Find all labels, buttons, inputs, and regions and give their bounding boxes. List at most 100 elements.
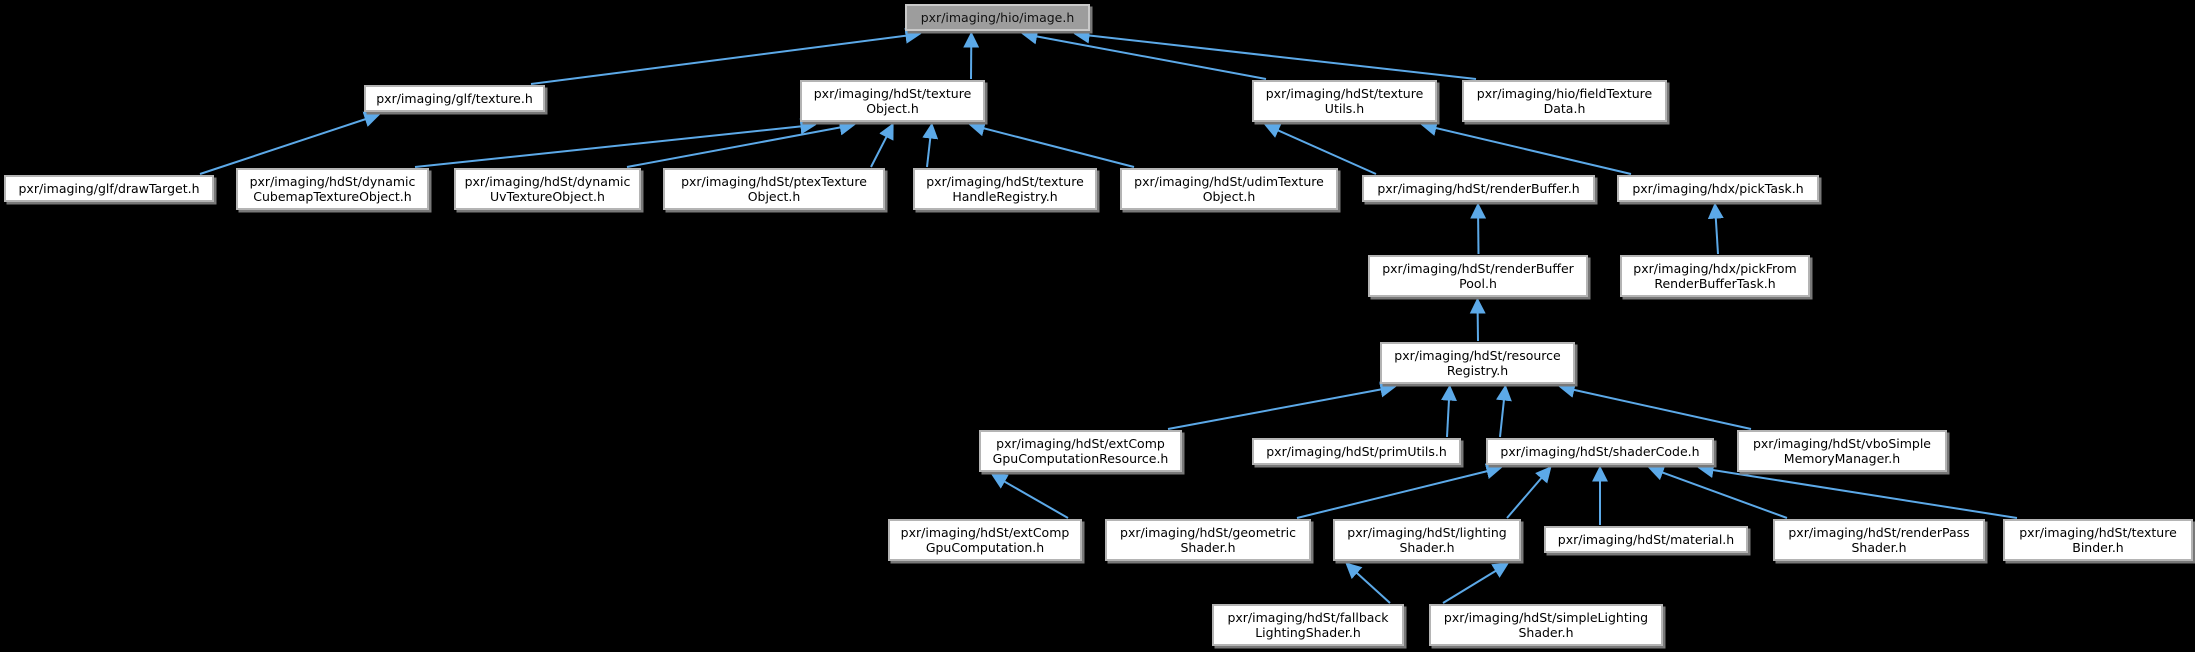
include-edge (922, 122, 939, 168)
include-edge (530, 27, 922, 85)
graph-node-pick-task[interactable]: pxr/imaging/hdx/pickTask.h (1617, 175, 1819, 202)
include-edge (1707, 202, 1724, 255)
include-edge (990, 473, 1069, 519)
include-edge (1442, 562, 1510, 604)
graph-node-shader-code[interactable]: pxr/imaging/hdSt/shaderCode.h (1486, 438, 1714, 465)
node-label-line: Shader.h (1518, 625, 1574, 640)
include-edge (1073, 27, 1477, 80)
node-label-line: pxr/imaging/hdx/pickFrom (1633, 260, 1797, 276)
include-edge (1647, 465, 1788, 519)
node-label-line: Shader.h (1851, 540, 1907, 555)
include-edge (1697, 462, 2018, 519)
node-label-line: Shader.h (1399, 540, 1455, 555)
include-edge (1558, 382, 1752, 430)
node-label-line: Pool.h (1459, 276, 1497, 291)
node-label-line: pxr/imaging/hdSt/lighting (1347, 524, 1507, 540)
node-label-line: pxr/imaging/hdSt/dynamic (249, 173, 416, 189)
node-label-line: RenderBufferTask.h (1654, 276, 1776, 291)
node-label-line: pxr/imaging/hdSt/dynamic (464, 173, 631, 189)
node-label-line: Object.h (866, 101, 919, 116)
node-label-line: pxr/imaging/hdSt/vboSimple (1752, 435, 1932, 451)
node-label-line: Binder.h (2072, 540, 2124, 555)
include-edge (199, 111, 381, 175)
include-edge (968, 120, 1135, 168)
graph-node-render-buffer[interactable]: pxr/imaging/hdSt/renderBuffer.h (1362, 175, 1595, 202)
include-edge (1345, 562, 1391, 604)
graph-node-material[interactable]: pxr/imaging/hdSt/material.h (1544, 526, 1748, 553)
node-label-line: pxr/imaging/hdx/pickTask.h (1632, 180, 1804, 196)
graph-node-prim-utils[interactable]: pxr/imaging/hdSt/primUtils.h (1252, 438, 1461, 465)
include-edge (626, 119, 856, 168)
node-label-line: pxr/imaging/hdSt/resource (1394, 347, 1561, 363)
node-label-line: pxr/imaging/hio/fieldTexture (1476, 85, 1653, 101)
include-edge (1263, 123, 1377, 175)
include-edge (1440, 384, 1457, 438)
node-label-line: Object.h (1202, 189, 1256, 204)
node-label-line: Registry.h (1446, 363, 1509, 378)
node-label-line: pxr/imaging/hdSt/texture (1265, 85, 1424, 101)
node-label-line: pxr/imaging/hdSt/simpleLighting (1443, 609, 1649, 625)
node-label-line: pxr/imaging/hdSt/geometric (1120, 524, 1296, 540)
node-label-line: pxr/imaging/hdSt/renderBuffer (1382, 260, 1574, 276)
include-edge (1296, 463, 1503, 519)
node-label-line: pxr/imaging/hdSt/fallback (1227, 609, 1389, 625)
include-edge (414, 118, 817, 168)
node-label-line: CubemapTextureObject.h (253, 189, 412, 204)
node-label-line: pxr/imaging/hdSt/extComp (900, 524, 1070, 540)
node-label-line: pxr/imaging/hdSt/texture (2019, 524, 2177, 540)
graph-node-glf-texture[interactable]: pxr/imaging/glf/texture.h (364, 85, 545, 112)
node-label-line: pxr/imaging/hdSt/ptexTexture (681, 173, 867, 189)
node-label-line: pxr/imaging/hdSt/extComp (996, 435, 1165, 451)
include-edge (1470, 202, 1487, 255)
node-label-line: pxr/imaging/hdSt/renderBuffer.h (1377, 180, 1580, 196)
node-label-line: pxr/imaging/hio/image.h (920, 9, 1075, 25)
node-label-line: GpuComputation.h (925, 540, 1045, 555)
include-edge (1469, 297, 1486, 342)
node-label-line: LightingShader.h (1255, 625, 1361, 640)
include-edge (1021, 28, 1267, 80)
graph-node-draw-target[interactable]: pxr/imaging/glf/drawTarget.h (4, 175, 214, 202)
node-label-line: Utils.h (1324, 101, 1365, 116)
node-label-line: pxr/imaging/glf/drawTarget.h (18, 180, 200, 196)
node-label-line: GpuComputationResource.h (992, 451, 1169, 466)
node-label-line: Data.h (1543, 101, 1586, 116)
node-label-line: pxr/imaging/hdSt/shaderCode.h (1500, 443, 1700, 459)
node-label-line: pxr/imaging/glf/texture.h (376, 90, 533, 106)
node-label-line: HandleRegistry.h (952, 189, 1058, 204)
include-edge (1495, 384, 1512, 438)
node-label-line: UvTextureObject.h (490, 189, 605, 204)
graph-node-image[interactable]: pxr/imaging/hio/image.h (905, 4, 1090, 31)
include-edge (1506, 466, 1552, 519)
node-label-line: pxr/imaging/hdSt/udimTexture (1134, 173, 1324, 189)
node-label-line: pxr/imaging/hdSt/renderPass (1788, 524, 1970, 540)
node-label-line: pxr/imaging/hdSt/texture (926, 173, 1084, 189)
node-label-line: Shader.h (1180, 540, 1236, 555)
node-label-line: pxr/imaging/hdSt/primUtils.h (1266, 443, 1447, 459)
node-label-line: Object.h (747, 189, 801, 204)
node-label-line: pxr/imaging/hdSt/material.h (1557, 531, 1735, 547)
include-edge (870, 122, 894, 168)
node-label-line: pxr/imaging/hdSt/texture (813, 85, 972, 101)
